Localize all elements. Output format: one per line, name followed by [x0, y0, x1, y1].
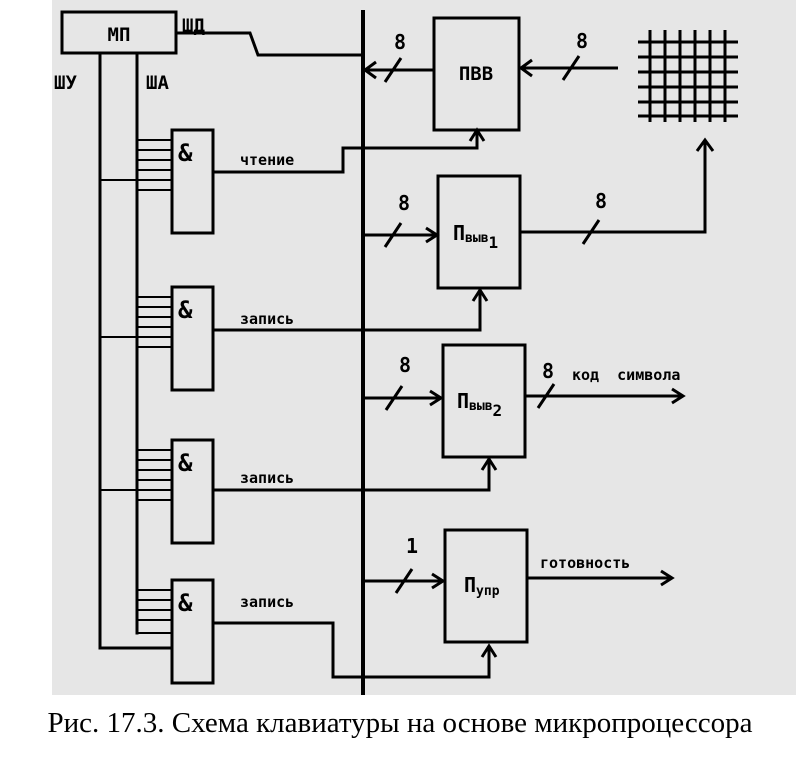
and-gate-4-symbol: & [178, 589, 193, 617]
and-gate-2-symbol: & [178, 296, 193, 324]
ready-signal-label: готовность [540, 554, 630, 572]
pvyv1-out-width: 8 [595, 189, 607, 213]
write3-signal-arrowhead [480, 643, 498, 658]
pvyv2-in-width: 8 [399, 353, 411, 377]
mp-data-bus-link [174, 31, 365, 57]
read-signal-arrowhead [468, 127, 486, 142]
pupr-in-width: 1 [406, 534, 418, 558]
bus-to-pvyv2-arrowhead [429, 389, 444, 407]
figure-caption: Рис. 17.3. Схема клавиатуры на основе ми… [47, 707, 753, 739]
and-gate-1-symbol: & [178, 139, 193, 167]
and-gate-4 [170, 578, 215, 685]
pvv-out-width: 8 [394, 30, 406, 54]
pvyv1-to-matrix-wire [520, 140, 707, 234]
symbol-code-label: код символа [572, 366, 680, 384]
keyboard-circuit-diagram: МП ПВВ Пвыв1 Пвыв2 Пупр & & & & ШД ШУ ША… [52, 0, 796, 695]
pupr-block [443, 528, 529, 644]
pvyv1-label: Пвыв1 [453, 221, 498, 252]
pupr-label: Пупр [464, 573, 500, 599]
pvv-label: ПВВ [459, 63, 493, 85]
pvyv2-label: Пвыв2 [457, 389, 502, 420]
pvyv2-out-width: 8 [542, 359, 554, 383]
write1-signal-label: запись [240, 310, 294, 328]
data-bus-label: ШД [182, 15, 205, 37]
pvyv2-out-arrowhead [671, 387, 686, 405]
pupr-out-arrowhead [660, 569, 675, 587]
address-bus-label: ША [146, 72, 169, 94]
pvyv1-to-matrix-arrowhead [695, 137, 715, 152]
pvv-to-bus-arrowhead [362, 60, 377, 80]
read-signal-label: чтение [240, 151, 294, 169]
bus-to-pvyv1-arrowhead [425, 226, 440, 244]
write1-signal-wire [213, 290, 482, 332]
pvyv2-block [441, 343, 527, 459]
and-gate-1 [170, 128, 215, 235]
pvyv1-in-width: 8 [398, 191, 410, 215]
write2-signal-label: запись [240, 469, 294, 487]
and-gate-3-symbol: & [178, 449, 193, 477]
matrix-in-width: 8 [576, 29, 588, 53]
and-gate-2 [170, 285, 215, 392]
read-signal-wire [213, 130, 479, 174]
bus-to-pupr-arrowhead [431, 572, 446, 590]
write2-signal-wire [213, 459, 491, 492]
write1-signal-arrowhead [471, 287, 489, 302]
write3-signal-wire [213, 621, 491, 679]
bus-width-slashes [383, 55, 601, 594]
write2-signal-arrowhead [480, 456, 498, 471]
control-bus-line [98, 51, 174, 650]
control-bus-label: ШУ [54, 72, 77, 94]
write3-signal-label: запись [240, 593, 294, 611]
mp-label: МП [108, 24, 131, 46]
key-matrix-icon [638, 30, 738, 122]
gate-input-stubs [100, 139, 172, 634]
matrix-to-pvv-arrowhead [518, 58, 533, 78]
